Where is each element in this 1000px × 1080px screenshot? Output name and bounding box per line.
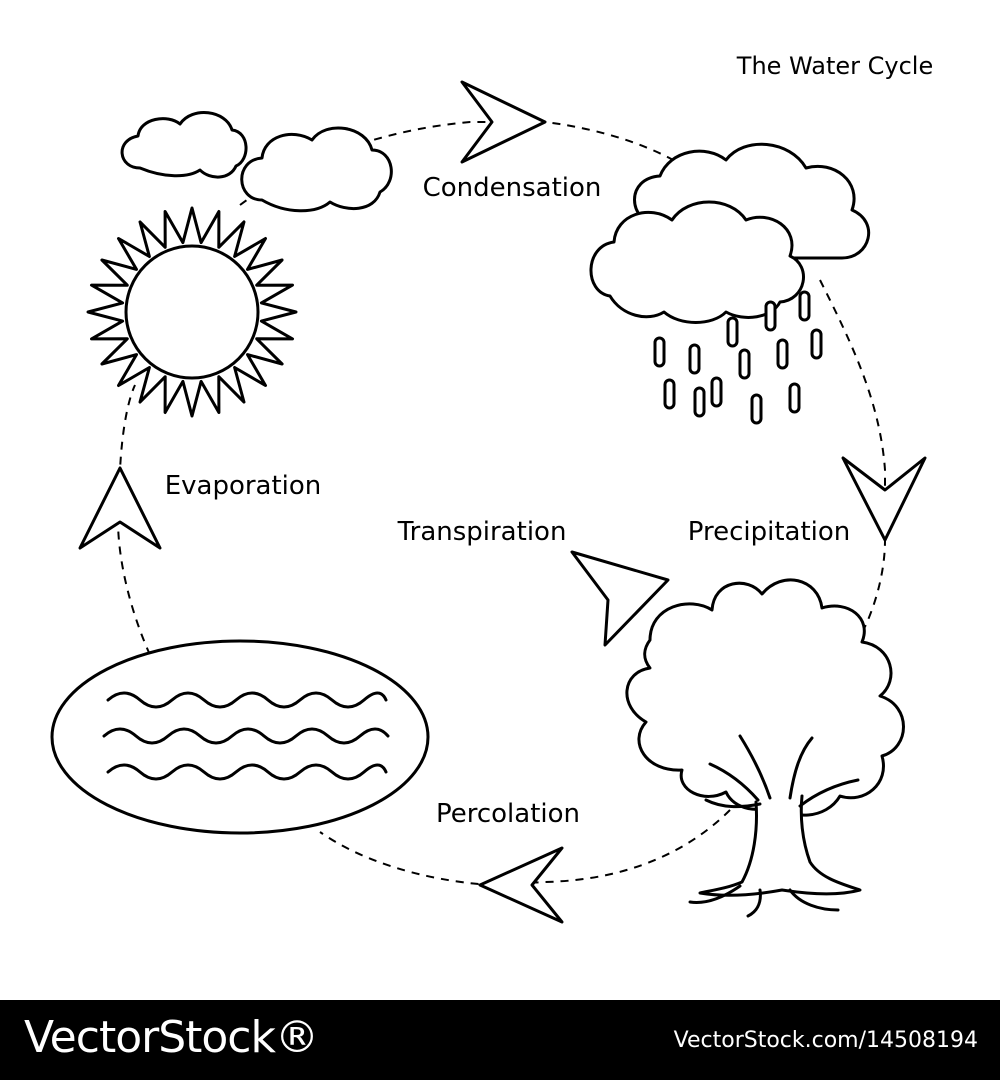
- watermark-brand: VectorStock®: [24, 1012, 319, 1063]
- cloud-icon: [240, 126, 393, 213]
- watermark-id: VectorStock.com/14508194: [673, 1028, 978, 1053]
- label-percolation: Percolation: [436, 799, 580, 829]
- water-body-icon: [50, 639, 430, 835]
- sun-icon: [86, 206, 298, 418]
- arrow-icon: [478, 846, 564, 924]
- page-title: The Water Cycle: [736, 52, 933, 80]
- arrow-icon: [78, 466, 162, 550]
- label-condensation: Condensation: [423, 173, 602, 203]
- label-precipitation: Precipitation: [688, 517, 851, 547]
- rain-cloud-icon: [589, 142, 871, 425]
- label-evaporation: Evaporation: [165, 471, 322, 501]
- watermark-bar: VectorStock® VectorStock.com/14508194: [0, 1000, 1000, 1080]
- water-cycle-diagram: The Water Cycle Condensation Evaporation…: [50, 52, 933, 924]
- arrow-icon: [570, 550, 670, 647]
- cycle-path: [819, 279, 886, 641]
- cloud-icon: [120, 111, 248, 179]
- tree-icon: [625, 578, 905, 918]
- rain-drops: [653, 290, 823, 425]
- arrow-icon: [841, 456, 927, 542]
- arrow-icon: [460, 80, 547, 164]
- label-transpiration: Transpiration: [397, 517, 567, 547]
